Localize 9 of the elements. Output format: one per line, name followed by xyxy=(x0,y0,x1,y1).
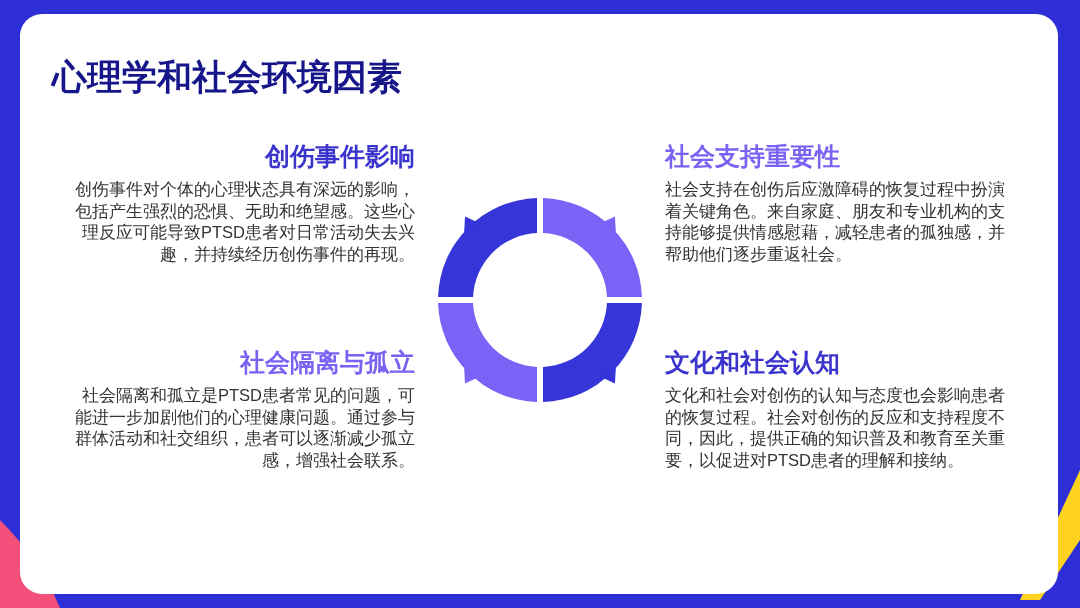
paragraph: 社会隔离和孤立是PTSD患者常见的问题，可能进一步加剧他们的心理健康问题。通过参与群体活动和社交组织，患者可以逐渐减少孤立感，增强社会联系。 xyxy=(75,385,415,471)
paragraph: 创伤事件对个体的心理状态具有深远的影响，包括产生强烈的恐惧、无助和绝望感。这些心理反应可能导致PTSD患者对日常活动失去兴趣，并持续经历创伤事件的再现。 xyxy=(75,179,415,265)
paragraph: 文化和社会对创伤的认知与态度也会影响患者的恢复过程。社会对创伤的反应和支持程度不同，因此，提供正确的知识普及和教育至关重要，以促进对PTSD患者的理解和接纳。 xyxy=(665,385,1005,471)
slide-title: 心理学和社会环境因素 xyxy=(52,56,402,98)
section-heading: 社会隔离与孤立 xyxy=(240,347,415,378)
section-heading: 创伤事件影响 xyxy=(265,141,415,172)
paragraph: 社会支持在创伤后应激障碍的恢复过程中扮演着关键角色。来自家庭、朋友和专业机构的支持能够提供情感慰藉，减轻患者的孤独感，并帮助他们逐步重返社会。 xyxy=(665,179,1005,265)
section-heading: 文化和社会认知 xyxy=(665,347,840,378)
section-heading: 社会支持重要性 xyxy=(665,141,840,172)
